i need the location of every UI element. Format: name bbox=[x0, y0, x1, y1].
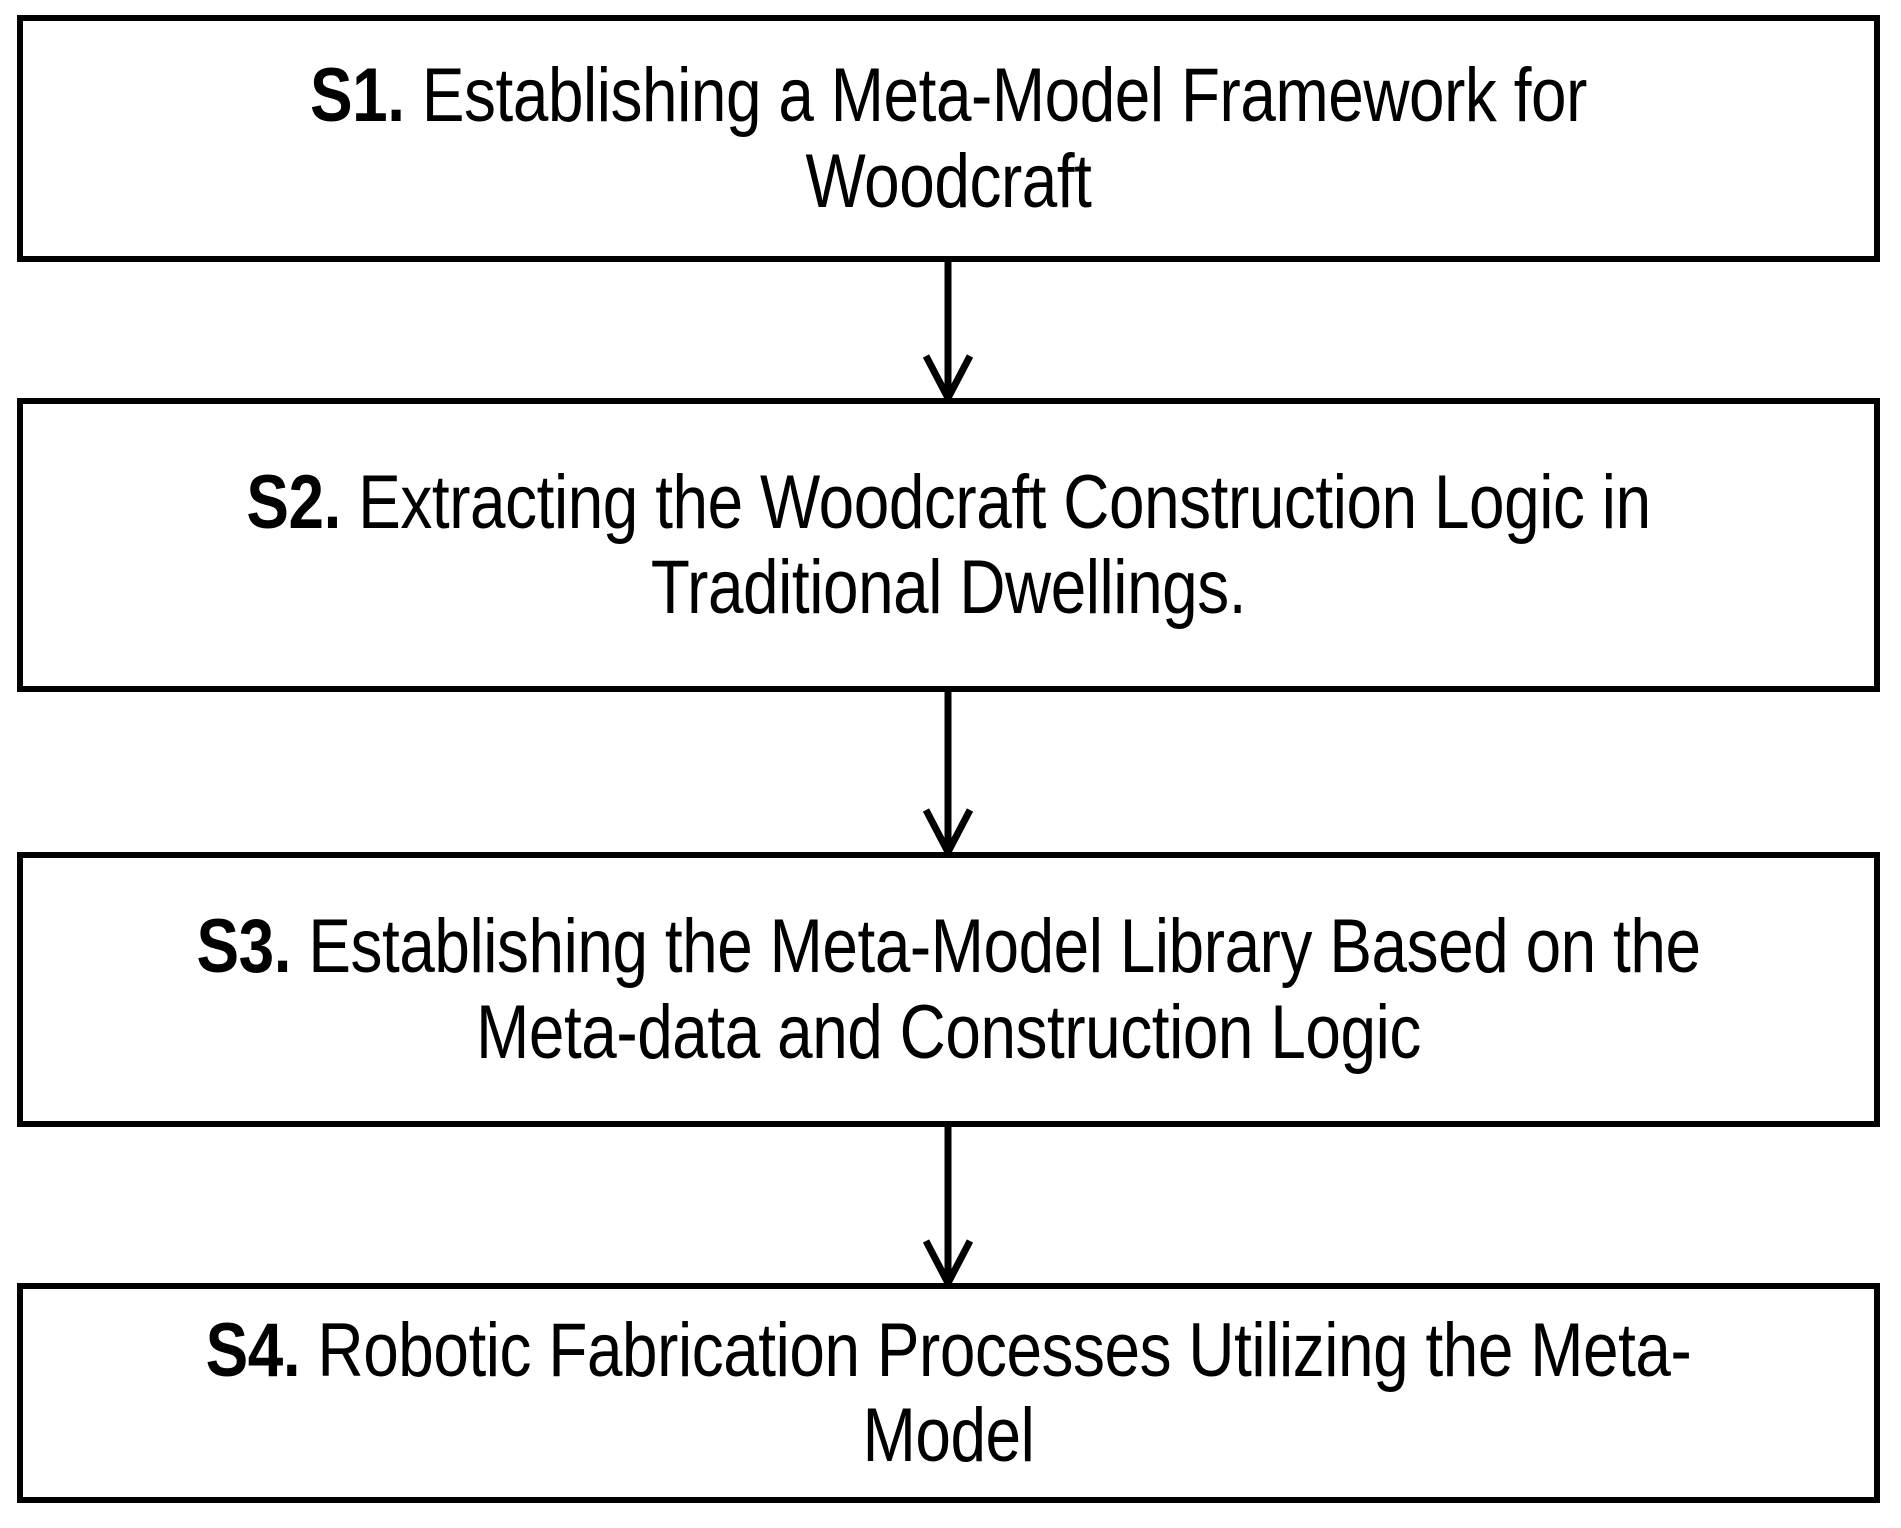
flowchart-node-s1-text: S1. Establishing a Meta-Model Framework … bbox=[171, 53, 1726, 223]
flowchart-node-s2: S2. Extracting the Woodcraft Constructio… bbox=[17, 398, 1880, 692]
step-id-s4: S4. bbox=[205, 1307, 301, 1393]
step-id-s2: S2. bbox=[246, 459, 341, 545]
step-label-s4: Robotic Fabrication Processes Utilizing … bbox=[317, 1307, 1692, 1478]
arrow-s2-s3 bbox=[908, 690, 988, 856]
step-label-s3: Establishing the Meta-Model Library Base… bbox=[308, 904, 1701, 1075]
step-label-s1: Establishing a Meta-Model Framework for … bbox=[421, 53, 1588, 224]
step-label-s2: Extracting the Woodcraft Construction Lo… bbox=[358, 459, 1651, 630]
flowchart-node-s1: S1. Establishing a Meta-Model Framework … bbox=[17, 15, 1880, 262]
flowchart-node-s3-text: S3. Establishing the Meta-Model Library … bbox=[171, 904, 1726, 1074]
step-id-s3: S3. bbox=[196, 904, 292, 990]
arrow-s3-s4 bbox=[908, 1125, 988, 1287]
flowchart-node-s4-text: S4. Robotic Fabrication Processes Utiliz… bbox=[171, 1308, 1726, 1478]
flowchart-node-s2-text: S2. Extracting the Woodcraft Constructio… bbox=[171, 460, 1726, 630]
step-id-s1: S1. bbox=[309, 53, 405, 139]
arrow-s1-s2 bbox=[908, 260, 988, 402]
flowchart-node-s4: S4. Robotic Fabrication Processes Utiliz… bbox=[17, 1283, 1880, 1503]
flowchart-node-s3: S3. Establishing the Meta-Model Library … bbox=[17, 852, 1880, 1127]
